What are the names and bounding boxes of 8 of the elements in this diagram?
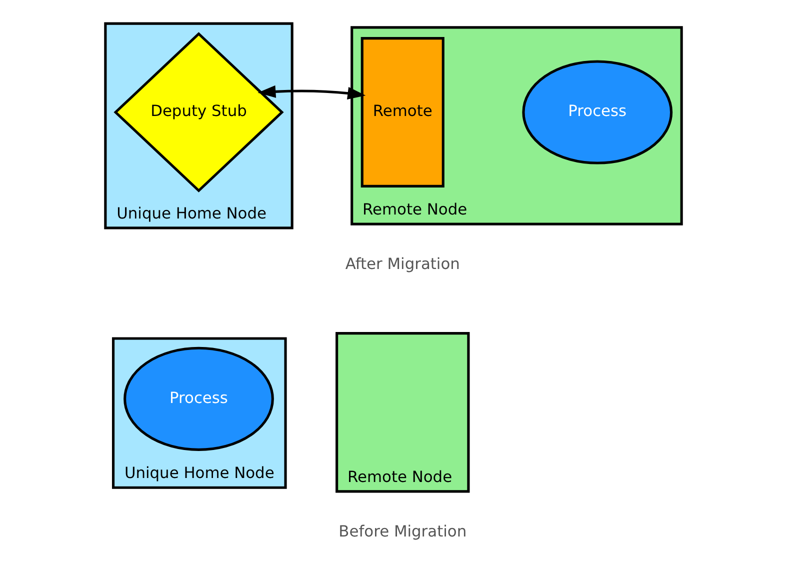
node-ellipse: Process <box>522 60 672 164</box>
node-box: Remote Node <box>335 332 470 493</box>
node-box: Remote <box>360 37 444 188</box>
label: After Migration <box>344 255 460 274</box>
node-diamond: Deputy Stub <box>113 32 284 192</box>
arrow <box>257 85 366 100</box>
label: Before Migration <box>338 522 466 541</box>
node-ellipse: Process <box>123 346 274 451</box>
